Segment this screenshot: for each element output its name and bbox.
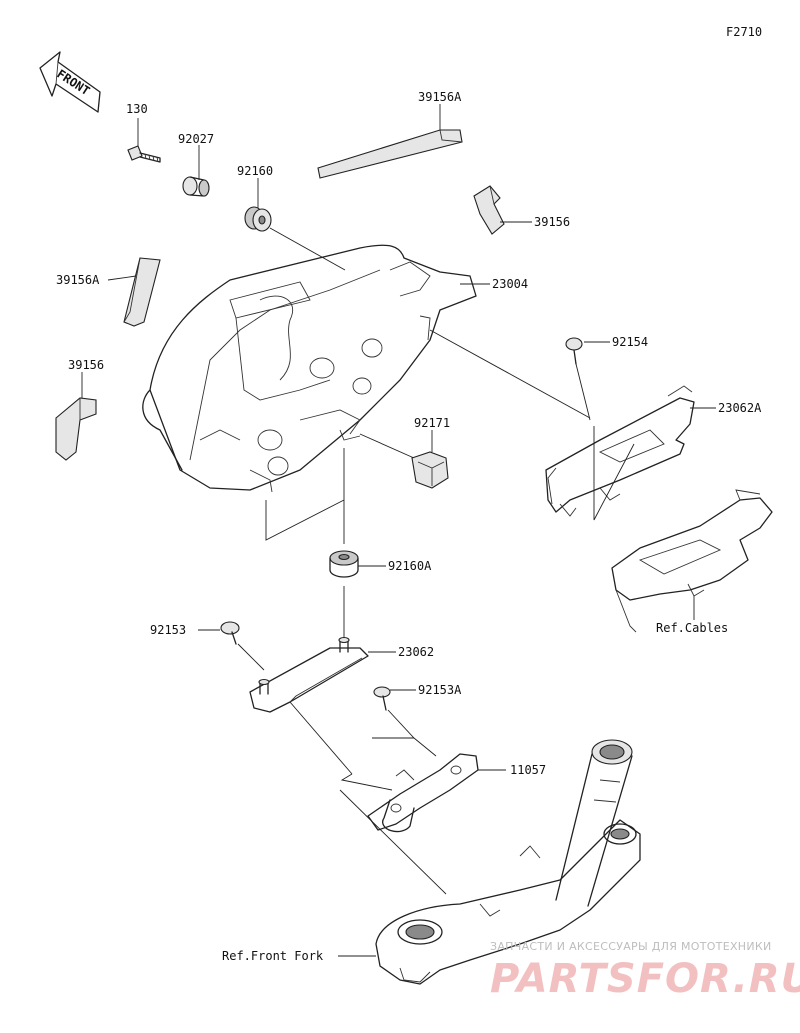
strip-39156A-left bbox=[123, 257, 161, 327]
callout-92154: 92154 bbox=[612, 335, 648, 349]
collar-92027 bbox=[182, 176, 210, 197]
leader-housing-left bbox=[265, 499, 345, 541]
leader-11057-group bbox=[340, 737, 414, 791]
callout-39156A-left: 39156A bbox=[56, 273, 100, 287]
leader-11057-to-fork bbox=[339, 789, 447, 895]
bolt-130 bbox=[127, 145, 161, 163]
callout-23004: 23004 bbox=[492, 277, 528, 291]
callout-ref-cables: Ref.Cables bbox=[656, 621, 728, 635]
callout-92153A: 92153A bbox=[418, 683, 462, 697]
bolt-92153 bbox=[220, 621, 240, 645]
bolt-92153A bbox=[373, 686, 391, 711]
callout-92160A: 92160A bbox=[388, 559, 432, 573]
callout-130: 130 bbox=[126, 102, 148, 116]
headlight-housing-23004 bbox=[142, 244, 477, 493]
leader-housing-to-92171 bbox=[359, 433, 415, 459]
bracket-23062A bbox=[545, 385, 695, 517]
cable-bracket-ref bbox=[611, 489, 773, 633]
pad-39156-top bbox=[473, 185, 505, 235]
callout-39156A-top: 39156A bbox=[418, 90, 462, 104]
callout-11057: 11057 bbox=[510, 763, 546, 777]
leader-housing-to-23062A bbox=[429, 329, 591, 419]
watermark-brand: PARTSFOR.RU bbox=[490, 956, 800, 1002]
bracket-plate-23062 bbox=[249, 636, 369, 713]
callout-92160: 92160 bbox=[237, 164, 273, 178]
grommet-92160A bbox=[329, 550, 359, 578]
callout-92153: 92153 bbox=[150, 623, 186, 637]
leader-92160-to-housing bbox=[269, 227, 346, 271]
leader-92153-to-bracket bbox=[237, 643, 265, 671]
callout-39156-top: 39156 bbox=[534, 215, 570, 229]
callout-39156-left: 39156 bbox=[68, 358, 104, 372]
leader-23062A-group bbox=[593, 426, 635, 521]
clamp-92171 bbox=[411, 451, 449, 489]
leader-92154-to-bracket bbox=[575, 363, 591, 421]
callout-92171: 92171 bbox=[414, 416, 450, 430]
steering-stem-ref bbox=[375, 739, 641, 985]
bolt-92154 bbox=[565, 337, 583, 365]
leader-92153A-to-11057 bbox=[387, 709, 437, 757]
callout-ref-front-fork: Ref.Front Fork bbox=[222, 949, 324, 963]
watermark-subtitle: ЗАПЧАСТИ И АКСЕССУАРЫ ДЛЯ МОТОТЕХНИКИ bbox=[490, 940, 772, 953]
strip-39156A-top bbox=[317, 129, 463, 179]
front-label: FRONT bbox=[54, 67, 92, 98]
callout-23062A: 23062A bbox=[718, 401, 762, 415]
figure-code: F2710 bbox=[726, 25, 762, 39]
leader-23062-to-11057 bbox=[289, 701, 353, 775]
callout-92027: 92027 bbox=[178, 132, 214, 146]
grommet-92160 bbox=[244, 206, 272, 232]
leader-39156A-left bbox=[107, 275, 137, 281]
pad-39156-left bbox=[55, 397, 97, 461]
bracket-11057 bbox=[367, 753, 479, 833]
front-arrow-icon: FRONT bbox=[39, 51, 101, 113]
callout-23062: 23062 bbox=[398, 645, 434, 659]
